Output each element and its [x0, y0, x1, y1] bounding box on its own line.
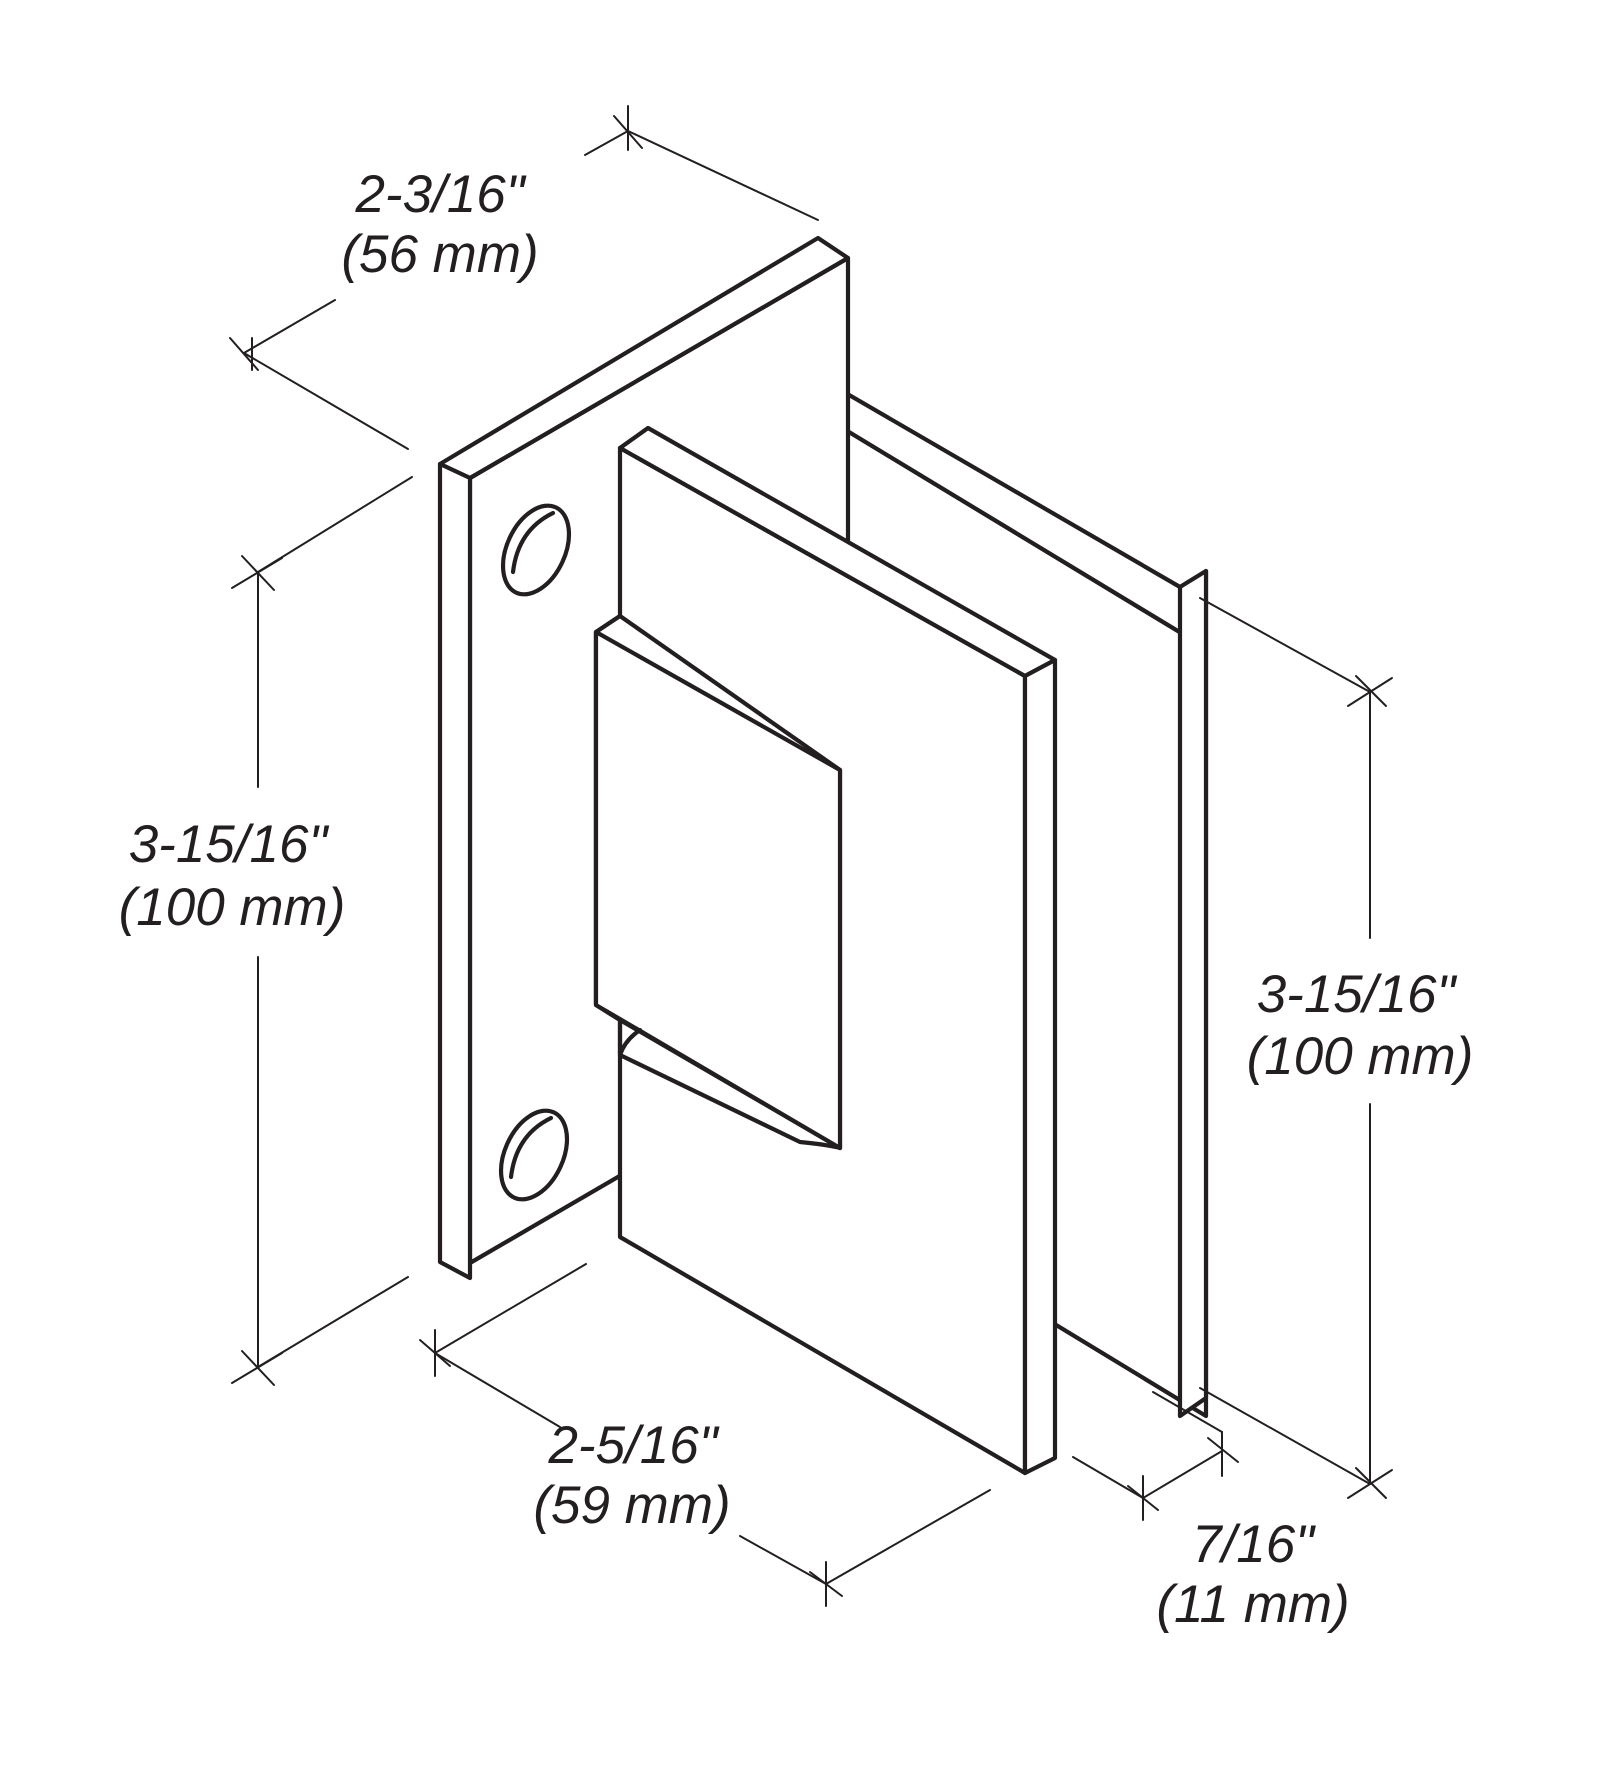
dimension-bottom-width: 2-5/16" (59 mm): [419, 1263, 991, 1607]
dimension-right-height: 3-15/16" (100 mm): [1199, 597, 1474, 1499]
mount-screw-hole-bottom: [498, 1108, 570, 1202]
dimension-top-width: 2-3/16" (56 mm): [229, 105, 819, 450]
right-height-metric-label: (100 mm): [1247, 1027, 1474, 1086]
bottom-width-metric-label: (59 mm): [533, 1476, 730, 1535]
glass-gap-imperial-label: 7/16": [1192, 1515, 1316, 1574]
left-height-imperial-label: 3-15/16": [129, 815, 330, 874]
left-height-metric-label: (100 mm): [119, 878, 346, 937]
dimension-glass-gap: 7/16" (11 mm): [1072, 1391, 1350, 1634]
hinge-knuckle: [593, 613, 843, 1151]
right-height-imperial-label: 3-15/16": [1257, 965, 1458, 1024]
mount-screw-hole-top: [500, 503, 572, 597]
dimension-left-height: 3-15/16" (100 mm): [119, 476, 413, 1386]
top-width-imperial-label: 2-3/16": [354, 165, 526, 224]
bottom-width-imperial-label: 2-5/16": [547, 1416, 719, 1475]
glass-gap-metric-label: (11 mm): [1156, 1575, 1349, 1634]
top-width-metric-label: (56 mm): [341, 225, 538, 284]
